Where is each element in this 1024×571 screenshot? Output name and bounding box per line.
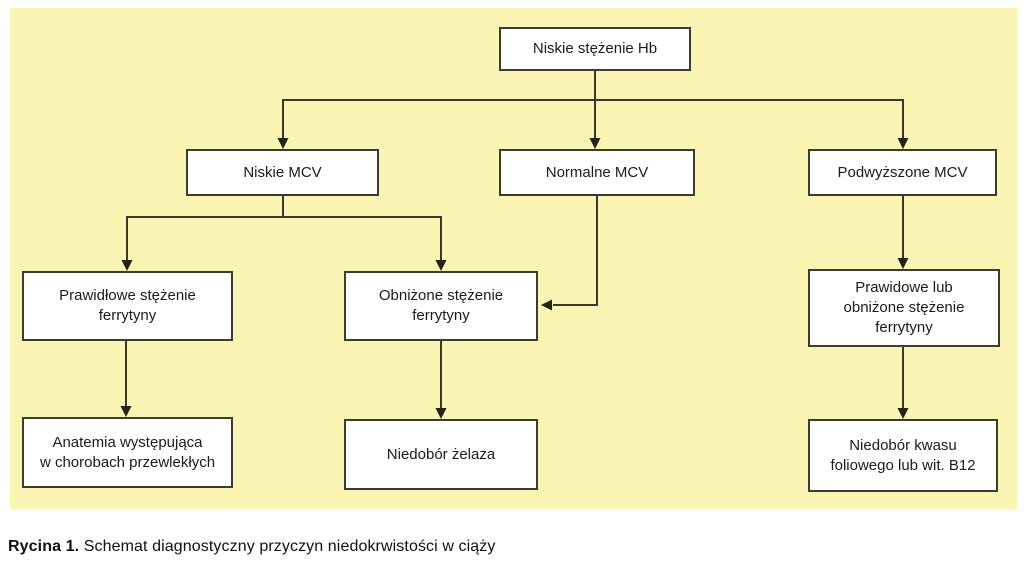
figure-caption: Rycina 1. Schemat diagnostyczny przyczyn… [8, 538, 496, 556]
node-obnizone-stezenie-ferrytyny-label: Obniżone stężenie ferrytyny [378, 287, 504, 324]
node-podwyzszone-mcv: Podwyższone MCV [808, 149, 997, 196]
node-niskie-stezenie-hb-label: Niskie stężenie Hb [532, 40, 658, 58]
node-anatemia-choroby-przewlekle-label: Anatemia występująca w chorobach przewle… [39, 433, 216, 471]
node-prawidowe-lub-obnizone-ferrytyny: Prawidowe lub obniżone stężenie ferrytyn… [808, 269, 1000, 347]
figure-caption-number: Rycina 1. [8, 538, 80, 555]
node-normalne-mcv-label: Normalne MCV [545, 163, 649, 181]
node-prawidlowe-stezenie-ferrytyny-label: Prawidłowe stężenie ferrytyny [59, 287, 196, 324]
node-niedobor-kwasu-b12: Niedobór kwasu foliowego lub wit. B12 [808, 419, 998, 492]
node-niedobor-kwasu-b12-label: Niedobór kwasu foliowego lub wit. B12 [830, 436, 976, 474]
node-niskie-stezenie-hb: Niskie stężenie Hb [499, 27, 691, 71]
node-niskie-mcv: Niskie MCV [186, 149, 379, 196]
node-prawidlowe-stezenie-ferrytyny: Prawidłowe stężenie ferrytyny [22, 271, 233, 341]
node-prawidowe-lub-obnizone-ferrytyny-label: Prawidowe lub obniżone stężenie ferrytyn… [843, 279, 965, 336]
node-obnizone-stezenie-ferrytyny: Obniżone stężenie ferrytyny [344, 271, 538, 341]
figure-caption-text: Schemat diagnostyczny przyczyn niedokrwi… [79, 538, 496, 555]
node-niedobor-zelaza: Niedobór żelaza [344, 419, 538, 490]
node-podwyzszone-mcv-label: Podwyższone MCV [837, 163, 968, 181]
node-niskie-mcv-label: Niskie MCV [243, 163, 322, 181]
node-normalne-mcv: Normalne MCV [499, 149, 695, 196]
node-niedobor-zelaza-label: Niedobór żelaza [386, 445, 496, 463]
node-anatemia-choroby-przewlekle: Anatemia występująca w chorobach przewle… [22, 417, 233, 488]
